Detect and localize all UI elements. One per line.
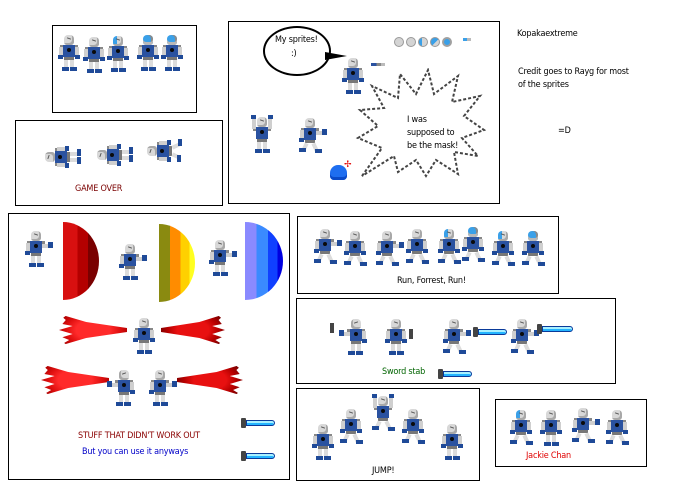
robot-sprite-blast-left xyxy=(107,370,135,406)
robot-sword-frame-2 xyxy=(385,319,407,355)
robot-sprite-knocked-3 xyxy=(147,139,183,162)
head-icon-front xyxy=(394,37,404,47)
palette-swatch-tiny xyxy=(463,38,471,41)
robot-sprite-dual-blast xyxy=(133,318,155,354)
robot-sprite-front xyxy=(58,35,80,71)
credit-line-2: of the sprites xyxy=(518,80,569,90)
intro-panel: My sprites! :) ✢ I was supposed to be th… xyxy=(228,21,500,204)
game-over-panel: GAME OVER xyxy=(15,120,223,206)
robot-jump-frame-1 xyxy=(312,424,334,460)
robot-sprite-side xyxy=(107,36,129,72)
robot-sprite-blast-right xyxy=(149,370,177,406)
robot-run-frame-2 xyxy=(344,231,367,267)
speech-line-1: My sprites! xyxy=(275,35,318,45)
head-icon-back xyxy=(442,37,452,47)
lightsaber-icon-sword xyxy=(438,369,472,379)
run-panel: Run, Forrest, Run! xyxy=(297,216,559,294)
robot-jump-frame-2 xyxy=(340,409,363,445)
robot-jackie-frame-4 xyxy=(606,410,629,446)
lightsaber-icon-2 xyxy=(241,451,275,461)
robot-jump-frame-5 xyxy=(441,424,463,460)
game-over-caption: GAME OVER xyxy=(75,184,123,194)
robot-run-frame-8 xyxy=(522,231,545,267)
robot-sprite-arms-up xyxy=(251,115,273,153)
robot-sprite-speaker xyxy=(342,58,364,94)
robot-run-frame-4 xyxy=(406,229,429,265)
speech-bubble xyxy=(263,26,331,76)
sword-caption: Sword stab xyxy=(382,367,426,377)
head-icon-back-turn xyxy=(430,37,440,47)
emoticon: =D xyxy=(558,126,571,136)
shout-line-3: be the mask! xyxy=(407,141,459,151)
robot-jackie-frame-1 xyxy=(510,410,533,446)
failed-caption: STUFF THAT DIDN'T WORK OUT xyxy=(78,431,200,441)
sword-panel: Sword stab xyxy=(296,298,616,384)
shout-line-2: supposed to xyxy=(407,128,455,138)
robot-sprite-three-quarter xyxy=(83,37,105,73)
saber-blade-frame-4 xyxy=(537,324,573,334)
red-flame-beam-left-2 xyxy=(41,364,109,396)
saber-hilt-left xyxy=(330,323,334,333)
jump-caption: JUMP! xyxy=(372,466,395,476)
palette-swatch-small xyxy=(371,63,385,66)
robot-run-frame-7 xyxy=(492,231,515,267)
robot-sprite-knocked-1 xyxy=(45,146,81,168)
robot-sprite-back-three-quarter xyxy=(137,35,159,71)
robot-jackie-frame-2 xyxy=(540,410,562,446)
robot-jump-frame-4 xyxy=(402,409,425,445)
jackie-chan-caption: Jackie Chan xyxy=(526,451,571,461)
red-flame-beam-right xyxy=(161,314,225,346)
robot-sword-frame-4 xyxy=(511,319,539,355)
robot-sprite-blast-2 xyxy=(119,244,147,280)
shout-burst xyxy=(355,68,486,178)
robot-sprite-back xyxy=(161,35,183,71)
robot-sprite-fight-stance xyxy=(299,118,327,154)
robot-sword-frame-3 xyxy=(443,319,471,355)
jackie-chan-panel: Jackie Chan xyxy=(495,399,647,467)
robot-sprite-blast-1 xyxy=(25,231,53,267)
head-icon-side xyxy=(418,37,428,47)
robot-sword-frame-1 xyxy=(339,319,367,355)
red-shockwave-effect xyxy=(63,222,99,300)
robot-sprite-knocked-2 xyxy=(97,144,133,166)
angry-mask-icon xyxy=(330,165,347,180)
robot-run-frame-6 xyxy=(462,227,485,263)
speech-bubble-tail xyxy=(325,52,347,60)
head-rotation-icons xyxy=(394,37,452,48)
robot-jump-frame-3 xyxy=(372,394,395,432)
credit-line-1: Credit goes to Rayg for most xyxy=(518,67,629,77)
saber-hilt-right xyxy=(409,329,413,339)
anger-mark-icon: ✢ xyxy=(344,160,352,170)
robot-jackie-frame-3 xyxy=(572,408,600,444)
blue-shockwave-effect xyxy=(245,222,283,300)
speech-line-2: :) xyxy=(291,49,297,59)
head-icon-turn xyxy=(406,37,416,47)
robot-run-frame-3 xyxy=(376,231,404,267)
turnaround-panel xyxy=(52,25,197,113)
lightsaber-icon-1 xyxy=(241,418,275,428)
shout-line-1: I was xyxy=(407,115,427,125)
author-name: Kopakaextreme xyxy=(517,29,578,39)
saber-blade-frame-3 xyxy=(473,327,507,337)
jump-panel: JUMP! xyxy=(296,388,480,481)
failed-effects-panel: STUFF THAT DIDN'T WORK OUT But you can u… xyxy=(8,213,290,480)
fire-shockwave-effect xyxy=(159,224,195,302)
robot-sprite-blast-3 xyxy=(209,240,237,276)
red-flame-beam-right-2 xyxy=(177,364,243,396)
failed-subcaption: But you can use it anyways xyxy=(82,447,189,457)
run-caption: Run, Forrest, Run! xyxy=(397,276,466,286)
robot-run-frame-5 xyxy=(438,229,461,265)
red-flame-beam-left xyxy=(59,314,127,346)
robot-run-frame-1 xyxy=(314,229,342,265)
